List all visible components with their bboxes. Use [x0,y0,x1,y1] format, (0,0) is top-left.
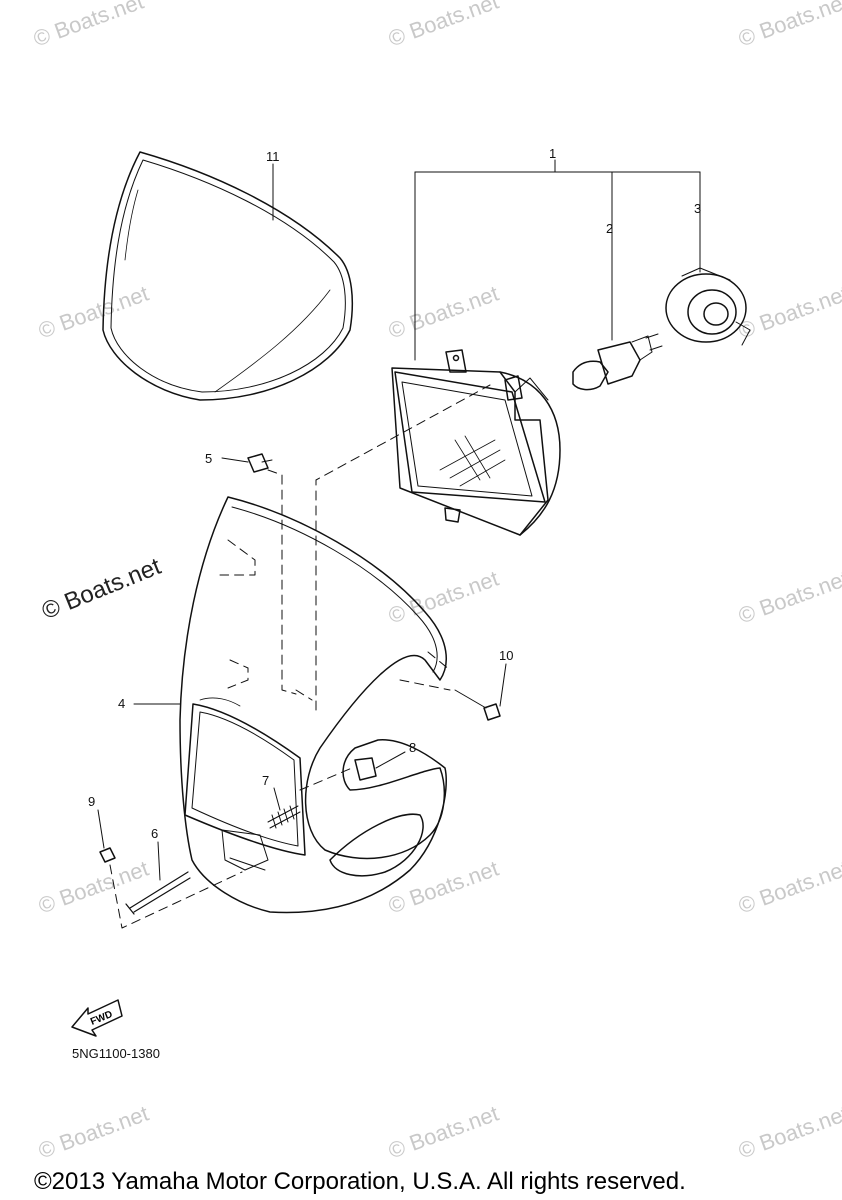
spring-part [267,805,301,829]
nut-part [99,847,116,863]
callout-1: 1 [549,146,556,161]
leader-lines [97,159,701,881]
callout-5: 5 [205,451,212,466]
headlight-unit-part [391,349,561,536]
visor-part [102,151,354,401]
grommet-part [354,757,377,781]
callout-3: 3 [694,201,701,216]
headlight-cowl-part [179,496,447,914]
assembly-dashed-lines [109,384,491,929]
long-bolt-part [125,871,191,915]
bulb-part [572,333,663,391]
socket-cover-part [665,267,751,346]
copyright-footer: ©2013 Yamaha Motor Corporation, U.S.A. A… [34,1168,686,1195]
callout-4: 4 [118,696,125,711]
bolt-part-10 [454,689,501,721]
callout-10: 10 [499,648,513,663]
callout-8: 8 [409,740,416,755]
callout-9: 9 [88,794,95,809]
fwd-arrow-icon [71,999,123,1037]
diagram-code: 5NG1100-1380 [72,1046,160,1061]
screw-part [247,453,273,473]
callout-2: 2 [606,221,613,236]
callout-7: 7 [262,773,269,788]
callout-6: 6 [151,826,158,841]
callout-11: 11 [266,149,280,164]
